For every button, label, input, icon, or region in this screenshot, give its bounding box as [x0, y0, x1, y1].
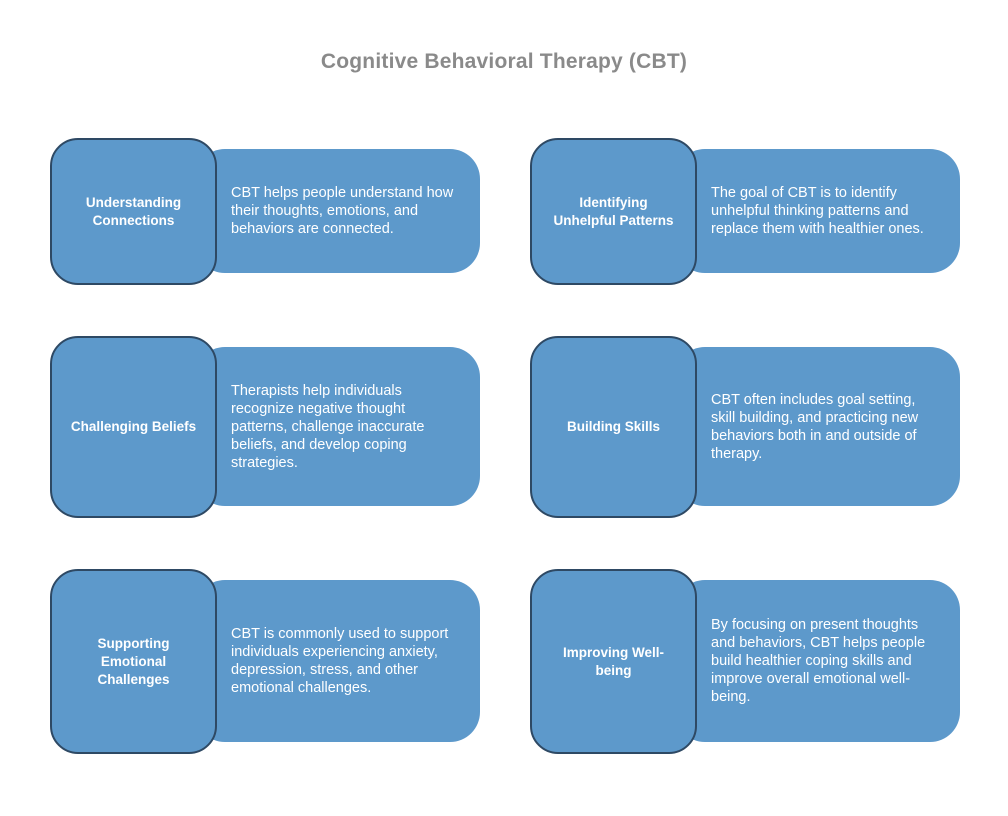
- card-title: Supporting Emotional Challenges: [97, 635, 170, 687]
- card-title-box: Improving Well-being: [530, 569, 697, 754]
- cards-grid: Understanding Connections CBT helps peop…: [50, 138, 960, 754]
- card-description: CBT is commonly used to support individu…: [231, 626, 449, 696]
- page-title: Cognitive Behavioral Therapy (CBT): [320, 50, 688, 73]
- card-title-box: Identifying Unhelpful Patterns: [530, 138, 697, 285]
- card-title-box: Building Skills: [530, 336, 697, 518]
- card-description-box: The goal of CBT is to identify unhelpful…: [675, 149, 960, 273]
- card-description: CBT helps people understand how their th…: [231, 185, 454, 237]
- card-description: CBT often includes goal setting, skill b…: [711, 391, 919, 462]
- card-identifying-unhelpful-patterns: Identifying Unhelpful Patterns The goal …: [530, 138, 960, 285]
- card-improving-well-being: Improving Well-being By focusing on pres…: [530, 569, 960, 754]
- card-description-box: Therapists help individuals recognize ne…: [195, 347, 480, 506]
- card-description-box: CBT is commonly used to support individu…: [195, 580, 480, 742]
- card-title: Challenging Beliefs: [70, 419, 197, 434]
- card-title: Building Skills: [566, 419, 660, 434]
- card-supporting-emotional-challenges: Supporting Emotional Challenges CBT is c…: [50, 569, 480, 754]
- card-title: Understanding Connections: [85, 194, 182, 228]
- card-title-box: Challenging Beliefs: [50, 336, 217, 518]
- card-description: By focusing on present thoughts and beha…: [711, 617, 926, 705]
- card-title-box: Understanding Connections: [50, 138, 217, 285]
- card-building-skills: Building Skills CBT often includes goal …: [530, 336, 960, 518]
- card-title-box: Supporting Emotional Challenges: [50, 569, 217, 754]
- card-description-box: By focusing on present thoughts and beha…: [675, 580, 960, 742]
- card-description-box: CBT helps people understand how their th…: [195, 149, 480, 273]
- card-title: Identifying Unhelpful Patterns: [553, 194, 674, 228]
- card-challenging-beliefs: Challenging Beliefs Therapists help indi…: [50, 336, 480, 518]
- card-description-box: CBT often includes goal setting, skill b…: [675, 347, 960, 506]
- card-description: The goal of CBT is to identify unhelpful…: [711, 185, 924, 237]
- card-title: Improving Well-being: [562, 644, 664, 678]
- card-description: Therapists help individuals recognize ne…: [231, 382, 425, 471]
- card-understanding-connections: Understanding Connections CBT helps peop…: [50, 138, 480, 285]
